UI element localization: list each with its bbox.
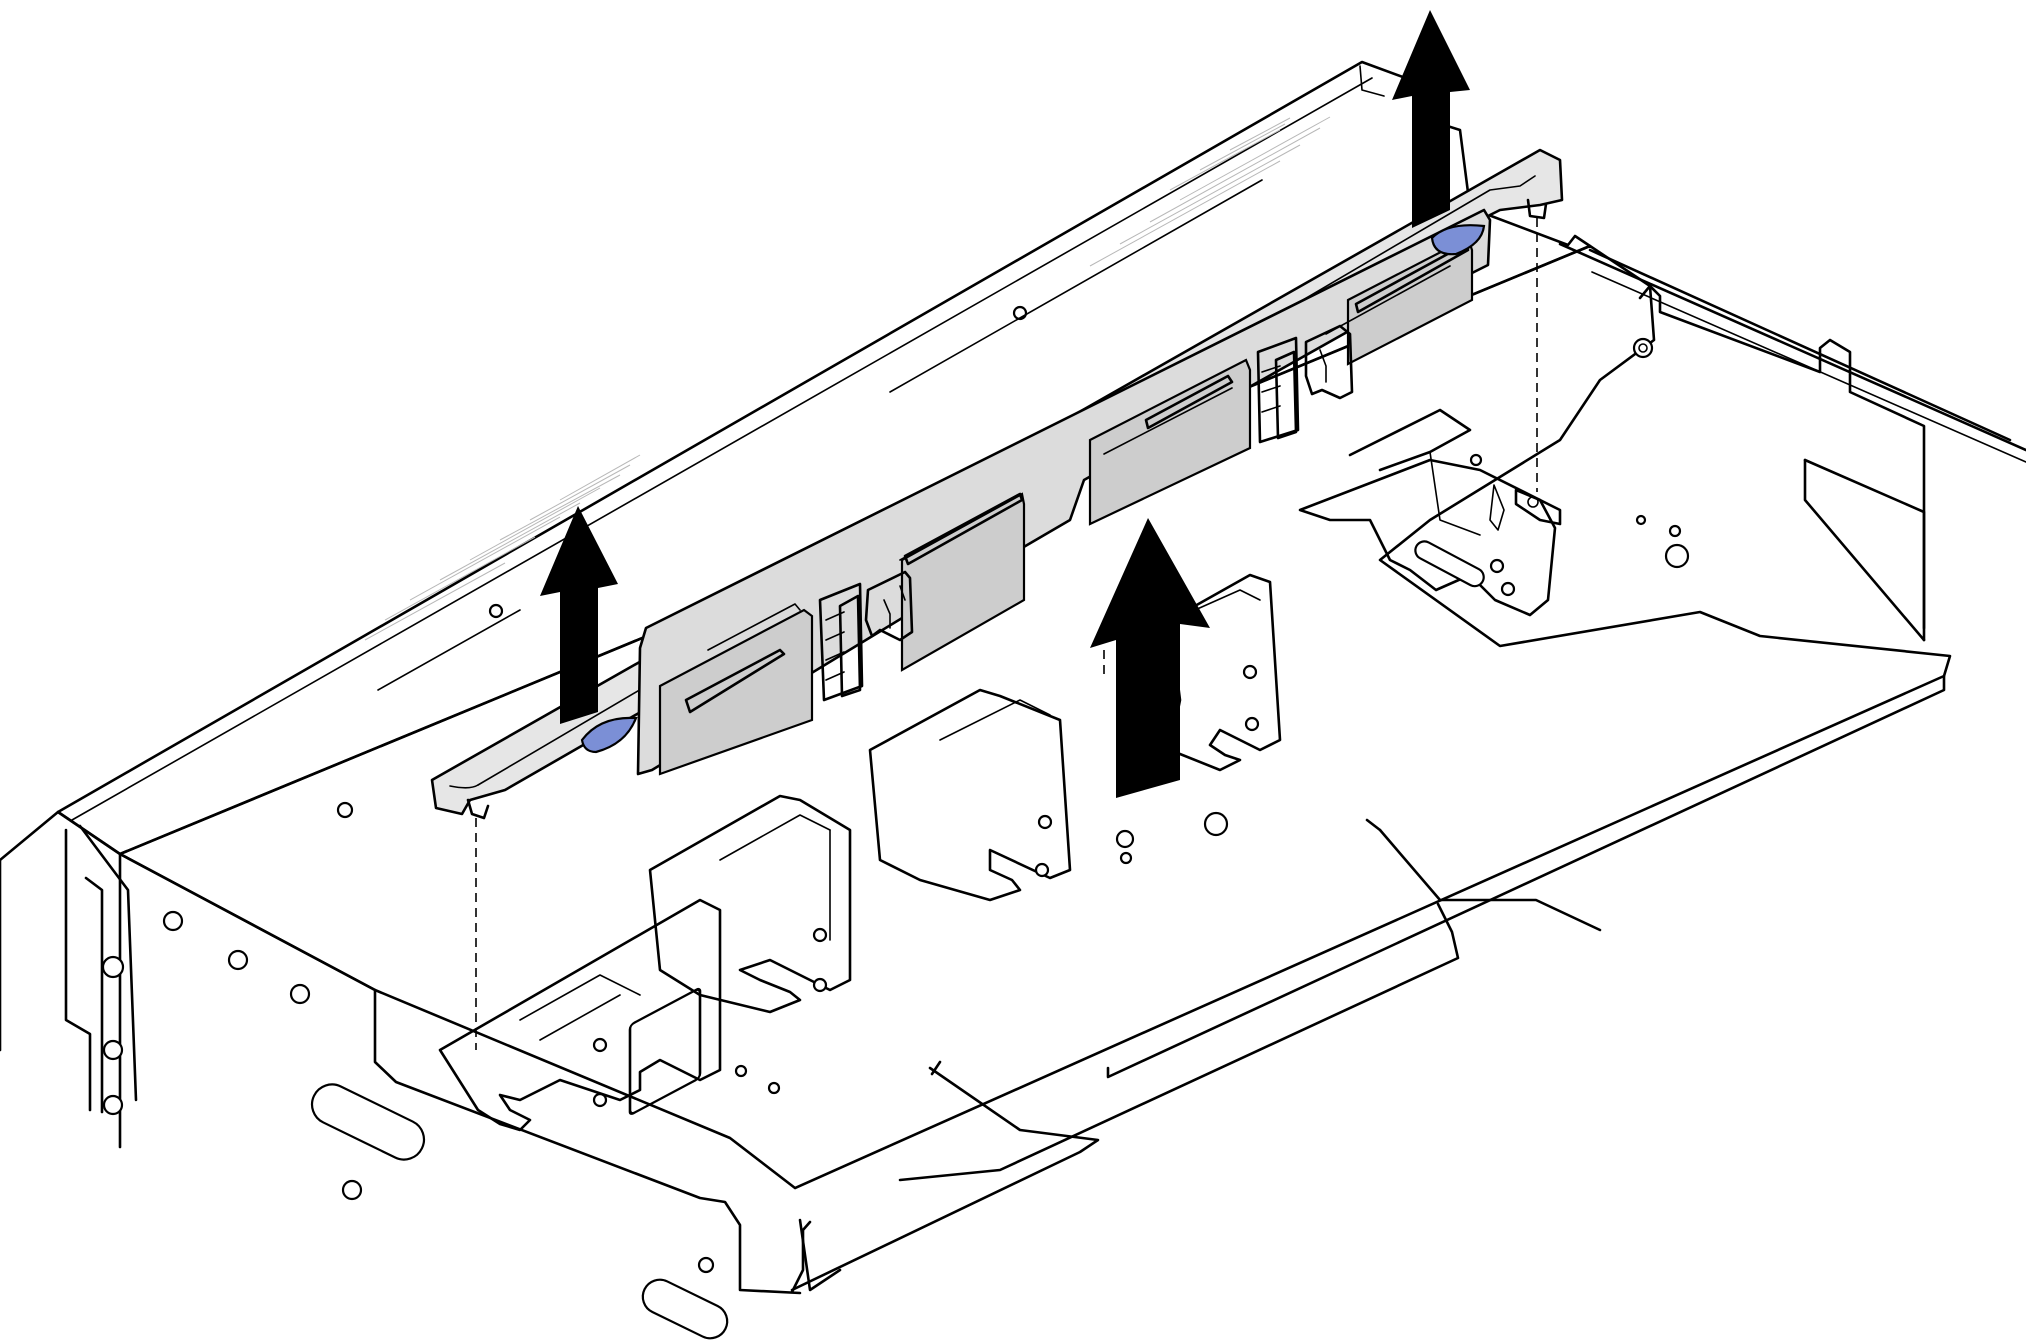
backplane-power-connector [1256, 324, 1354, 444]
up-arrow-icon [1090, 518, 1210, 798]
drive-bracket [438, 898, 722, 1132]
guide-pin-icon [1526, 198, 1548, 220]
backplane-connector-panels [658, 236, 1474, 776]
drive-bracket [648, 794, 852, 1014]
drive-bracket [1298, 408, 1562, 617]
drive-backplane [430, 148, 1564, 820]
guide-pin-slot [1514, 488, 1562, 526]
up-arrow-icon [540, 506, 618, 724]
cover-hatching [364, 116, 1331, 641]
lift-arrow-left [540, 506, 618, 724]
touch-point-icon[interactable] [1430, 224, 1486, 256]
guide-pin-icon [466, 798, 490, 820]
drive-bracket [868, 688, 1072, 902]
up-arrow-icon [1392, 10, 1470, 228]
backplane-power-connector [818, 570, 914, 702]
drive-bay-brackets [438, 408, 1562, 1132]
server-chassis [0, 60, 2026, 1340]
cover-screw [488, 603, 504, 619]
lift-arrow-right [1392, 10, 1470, 228]
touch-point-icon[interactable] [580, 716, 638, 754]
lift-arrow-center [1090, 518, 1210, 798]
alignment-lines [475, 218, 1538, 1050]
